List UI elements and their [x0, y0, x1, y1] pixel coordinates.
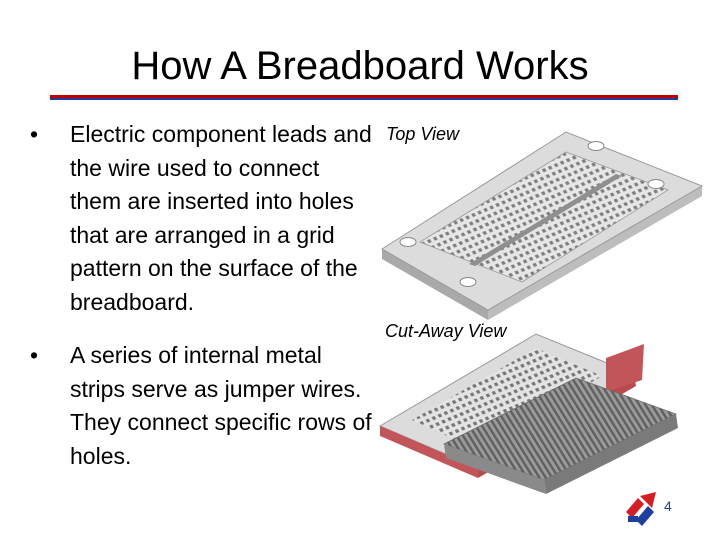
cutaway-view-caption: Cut-Away View: [385, 321, 507, 341]
page-number: 4: [664, 498, 672, 514]
bullet-marker: •: [30, 342, 39, 368]
bullet-item: • Electric component leads and the wire …: [30, 118, 375, 319]
logo-icon: [626, 492, 656, 526]
breadboard-top-view-illustration: [381, 131, 704, 320]
bullet-list: • Electric component leads and the wire …: [30, 118, 375, 473]
bullet-item: • A series of internal metal strips serv…: [30, 339, 375, 473]
bullet-marker: •: [30, 121, 39, 147]
slide-title: How A Breadboard Works: [131, 44, 589, 88]
top-view-caption: Top View: [386, 124, 460, 144]
bullet-text: Electric component leads and the wire us…: [70, 121, 372, 315]
title-rule-red: [50, 95, 678, 98]
title-rule-blue: [50, 98, 678, 100]
bullet-text: A series of internal metal strips serve …: [70, 342, 372, 469]
breadboard-cutaway-illustration: [378, 333, 678, 494]
